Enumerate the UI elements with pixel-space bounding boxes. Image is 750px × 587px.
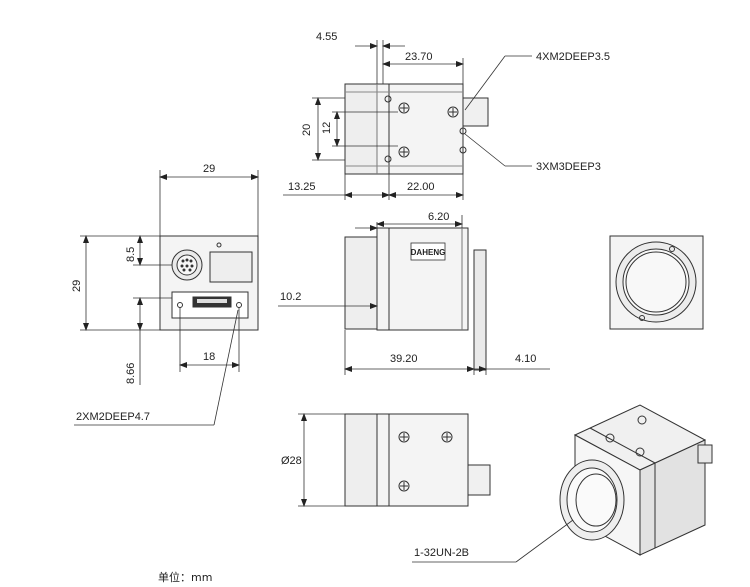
hole-circle-icon: [384, 155, 392, 163]
unit-note: 单位：mm: [158, 570, 212, 584]
screw-icon: [605, 433, 615, 443]
dim-4-55: 4.55: [316, 31, 337, 43]
dim-6-20: 6.20: [428, 211, 449, 223]
callout-4xm2: 4XM2DEEP3.5: [536, 51, 610, 63]
hole-circle-icon: [459, 146, 467, 154]
dim-8-5: 8.5: [125, 247, 137, 262]
top-view-front-ring: [344, 83, 378, 175]
dim-4-10: 4.10: [515, 353, 536, 365]
screw-icon: [447, 106, 459, 118]
back-view-dimensions: [74, 170, 259, 426]
dim-23-70: 23.70: [405, 51, 433, 63]
top-view-connector: [462, 97, 489, 127]
svg-text:DAHENG: DAHENG: [411, 248, 446, 257]
dimension-labels: 4.55 23.70 20 12 13.25 22.00 29 8.5 29 1…: [71, 31, 536, 467]
dim-8-66: 8.66: [125, 363, 137, 384]
screw-icon: [637, 415, 647, 425]
bottom-view-dimensions: [298, 413, 345, 507]
dim-20: 20: [301, 124, 313, 136]
isometric-view: [559, 404, 713, 556]
side-view-dimensions: [278, 215, 550, 375]
hole-circle-icon: [459, 127, 467, 135]
hole-circle-icon: [669, 246, 675, 252]
label-plate: [209, 251, 253, 283]
callout-lens-mount: 1-32UN-2B: [414, 547, 469, 559]
side-view-front-ring: [344, 236, 378, 330]
callout-labels: 4XM2DEEP3.5 3XM3DEEP3 2XM2DEEP4.7 1-32UN…: [76, 51, 610, 559]
daheng-logo: DAHENG: [410, 242, 446, 261]
dim-18: 18: [203, 351, 215, 363]
top-view: [344, 83, 489, 175]
dim-diameter-28: Ø28: [281, 455, 302, 467]
front-view: [609, 235, 704, 330]
top-view-dimensions: [283, 40, 532, 200]
dim-29-width: 29: [203, 163, 215, 175]
dim-29-height: 29: [71, 280, 83, 292]
screw-icon: [398, 102, 410, 114]
hole-circle-icon: [384, 95, 392, 103]
bottom-view-body: [376, 413, 469, 507]
dim-22-00: 22.00: [407, 181, 435, 193]
screw-icon: [398, 480, 410, 492]
dim-13-25: 13.25: [288, 181, 316, 193]
back-view: [159, 235, 259, 331]
iso-connector: [697, 444, 713, 464]
bottom-view: [344, 413, 491, 507]
side-view: DAHENG: [344, 227, 487, 371]
callout-2xm2: 2XM2DEEP4.7: [76, 411, 150, 423]
hole-circle-icon: [639, 315, 645, 321]
dim-39-20: 39.20: [390, 353, 418, 365]
screw-icon: [441, 431, 453, 443]
dim-12: 12: [321, 122, 333, 134]
screw-icon: [398, 431, 410, 443]
dim-10-2: 10.2: [280, 291, 301, 303]
side-view-back-plate: [473, 249, 487, 371]
bottom-view-connector: [467, 464, 491, 496]
callout-3xm3: 3XM3DEEP3: [536, 161, 601, 173]
led-icon: [216, 242, 222, 248]
isometric-leader: [412, 519, 574, 563]
screw-icon: [635, 447, 645, 457]
bottom-view-front-ring: [344, 413, 378, 507]
screw-icon: [398, 146, 410, 158]
